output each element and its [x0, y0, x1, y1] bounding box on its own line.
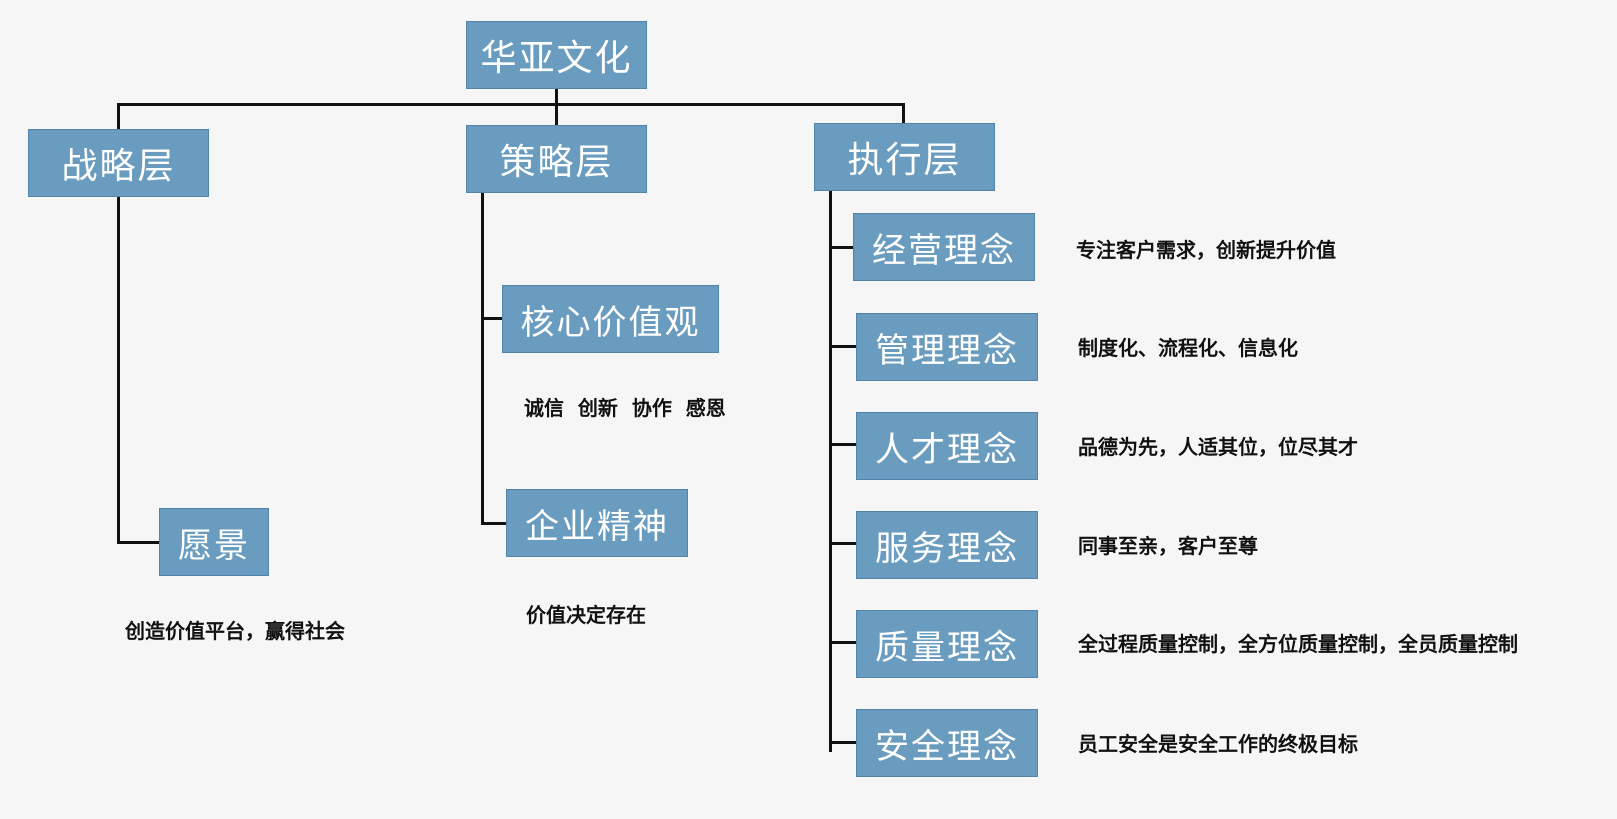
connector-root-down: [555, 88, 558, 126]
vision-desc: 创造价值平台，赢得社会: [125, 619, 345, 643]
exec-item-business-desc: 专注客户需求，创新提升价值: [1076, 238, 1336, 262]
exec-item-service-node: 服务理念: [856, 511, 1038, 579]
spirit-desc: 价值决定存在: [526, 603, 646, 627]
exec-item-quality-node: 质量理念: [856, 610, 1038, 678]
connector-execution-trunk: [829, 188, 832, 752]
exec-item-management-node: 管理理念: [856, 313, 1038, 381]
core-values-node: 核心价值观: [502, 285, 719, 353]
connector-top-bar: [117, 103, 905, 106]
connector-exec-item-3: [829, 443, 857, 446]
connector-to-core-values: [481, 317, 503, 320]
tactic-layer-node: 策略层: [466, 125, 647, 193]
exec-item-talent-desc: 品德为先，人适其位，位尽其才: [1078, 435, 1358, 459]
connector-exec-item-5: [829, 641, 857, 644]
exec-item-business-node: 经营理念: [853, 213, 1035, 281]
core-values-desc: 诚信 创新 协作 感恩: [524, 396, 726, 420]
connector-to-strategy: [117, 103, 120, 130]
spirit-node: 企业精神: [506, 489, 688, 557]
exec-item-safety-node: 安全理念: [856, 709, 1038, 777]
exec-item-quality-desc: 全过程质量控制，全方位质量控制，全员质量控制: [1078, 632, 1518, 656]
exec-item-safety-desc: 员工安全是安全工作的终极目标: [1078, 732, 1358, 756]
root-node: 华亚文化: [466, 21, 647, 89]
connector-exec-item-4: [829, 542, 857, 545]
connector-to-vision: [117, 541, 160, 544]
connector-to-execution: [902, 103, 905, 125]
connector-to-spirit: [481, 522, 507, 525]
exec-item-talent-node: 人才理念: [856, 412, 1038, 480]
connector-exec-item-1: [829, 246, 854, 249]
execution-layer-node: 执行层: [814, 123, 995, 191]
exec-item-service-desc: 同事至亲，客户至尊: [1078, 534, 1258, 558]
vision-node: 愿景: [159, 508, 269, 576]
connector-exec-item-6: [829, 741, 857, 744]
connector-tactic-trunk: [481, 192, 484, 525]
strategy-layer-node: 战略层: [28, 129, 209, 197]
connector-exec-item-2: [829, 345, 857, 348]
exec-item-management-desc: 制度化、流程化、信息化: [1078, 336, 1298, 360]
connector-strategy-trunk: [117, 196, 120, 544]
